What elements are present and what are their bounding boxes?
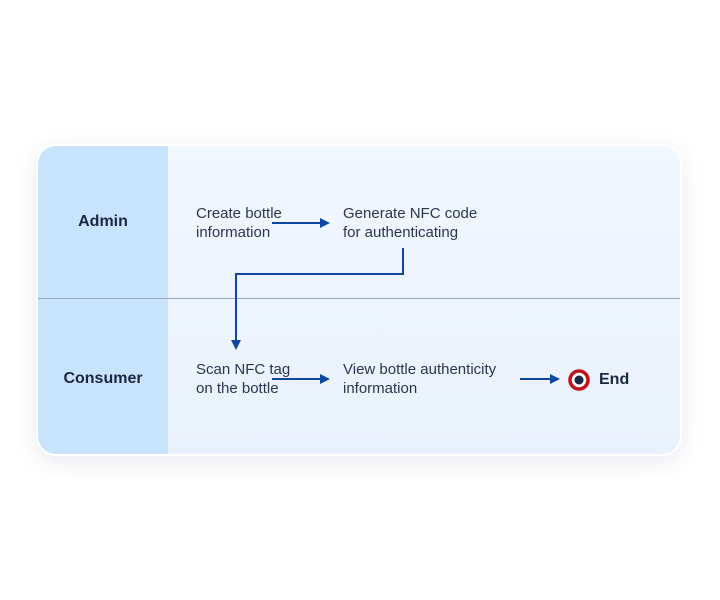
step-create-bottle-information: Create bottle information [196,205,282,241]
end-label: End [599,371,630,388]
step-view-authenticity: View bottle authenticity information [343,361,497,397]
arrowhead-icon [320,374,330,384]
arrowhead-icon [320,218,330,228]
step-scan-nfc-tag: Scan NFC tag on the bottle [196,361,291,397]
lane-label-admin: Admin [78,213,128,230]
flow-arrows [231,218,590,391]
arrow-generate-to-scan [235,248,404,342]
arrowhead-icon [231,340,241,350]
lane-divider [38,298,680,299]
step-generate-nfc-code: Generate NFC code for authenticating [343,205,478,241]
lane-label-consumer: Consumer [63,370,143,387]
end-marker-icon [568,369,590,391]
swimlane-diagram: Admin Consumer Create bottle information… [38,146,680,454]
arrowhead-icon [550,374,560,384]
lane-label-column [38,146,168,454]
